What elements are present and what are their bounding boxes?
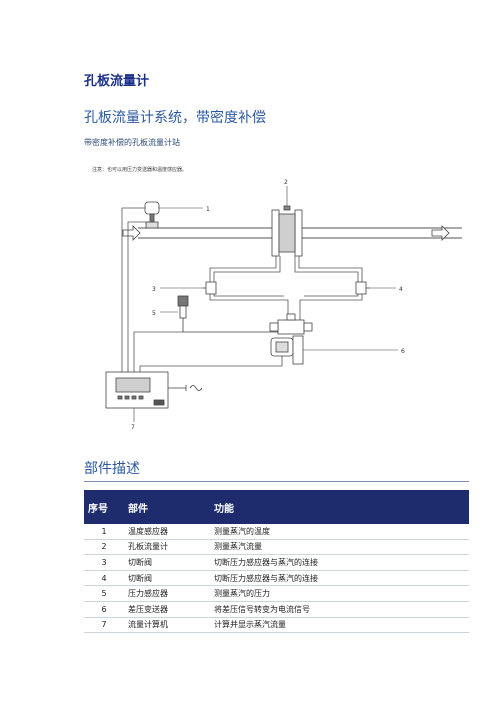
cell-part: 流量计算机 (124, 617, 210, 634)
table-row: 1 温度感应器 测量蒸汽的温度 (84, 524, 469, 540)
table-header-row: 序号 部件 功能 (84, 490, 469, 524)
cell-part: 压力感应器 (124, 585, 210, 602)
flow-in-arrow-icon (122, 225, 141, 241)
section-title-parts: 部件描述 (84, 461, 140, 477)
diagram-note: 注意：也可以用压力变送器和温度感应器。 (92, 166, 187, 173)
dp-transmitter-icon (270, 335, 304, 365)
flow-computer-icon (105, 371, 169, 409)
header-function: 功能 (210, 490, 469, 524)
table-row: 3 切断阀 切断压力感应器与蒸汽的连接 (84, 554, 469, 571)
cell-number: 2 (84, 539, 124, 556)
label-3: 3 (152, 286, 156, 293)
cell-number: 7 (84, 617, 124, 634)
cell-part: 差压变送器 (124, 601, 210, 618)
label-7: 7 (131, 424, 135, 430)
flow-out-arrow-icon (431, 225, 450, 241)
header-part: 部件 (124, 490, 210, 524)
cell-part: 温度感应器 (124, 524, 210, 540)
page-title: 孔板流量计 (84, 74, 150, 89)
cell-number: 5 (84, 585, 124, 602)
page-subtitle: 孔板流量计系统，带密度补偿 (84, 110, 266, 126)
cell-part: 孔板流量计 (124, 539, 210, 556)
table-row: 6 差压变送器 将差压信号转变为电流信号 (84, 601, 469, 618)
cell-function: 切断压力感应器与蒸汽的连接 (210, 570, 469, 587)
cell-part: 切断阀 (124, 554, 210, 571)
label-5: 5 (152, 310, 156, 317)
cell-function: 计算并显示蒸汽流量 (210, 617, 469, 634)
cell-number: 4 (84, 570, 124, 587)
table-row: 4 切断阀 切断压力感应器与蒸汽的连接 (84, 570, 469, 587)
cell-number: 3 (84, 554, 124, 571)
header-number: 序号 (84, 490, 124, 524)
label-2: 2 (284, 179, 288, 186)
table-row: 2 孔板流量计 测量蒸汽流量 (84, 539, 469, 556)
pressure-sensor-icon (177, 295, 278, 333)
cell-part: 切断阀 (124, 570, 210, 587)
table-row: 5 压力感应器 测量蒸汽的压力 (84, 585, 469, 602)
label-1: 1 (206, 206, 210, 213)
section-divider (84, 481, 469, 482)
valve-manifold-icon (269, 313, 313, 335)
cell-function: 将差压信号转变为电流信号 (210, 601, 469, 618)
cell-function: 测量蒸汽的压力 (210, 585, 469, 602)
label-4: 4 (399, 286, 403, 293)
shutoff-valve-3-icon (202, 281, 217, 295)
cell-function: 测量蒸汽的温度 (210, 524, 469, 540)
orifice-flowmeter-diagram: 注意：也可以用压力变送器和温度感应器。 1 2 (92, 166, 462, 430)
shutoff-valve-4-icon (355, 281, 370, 295)
parts-table: 序号 部件 功能 1 温度感应器 测量蒸汽的温度 2 孔板流量计 测量蒸汽流量 … (84, 490, 469, 634)
label-6: 6 (401, 348, 405, 355)
cell-number: 1 (84, 524, 124, 540)
cell-function: 切断压力感应器与蒸汽的连接 (210, 554, 469, 571)
orifice-plate-icon (271, 205, 303, 257)
cell-number: 6 (84, 601, 124, 618)
diagram-caption: 带密度补偿的孔板流量计站 (84, 138, 180, 147)
table-row: 7 流量计算机 计算并显示蒸汽流量 (84, 617, 469, 634)
cell-function: 测量蒸汽流量 (210, 539, 469, 556)
temperature-sensor-icon (144, 201, 160, 229)
